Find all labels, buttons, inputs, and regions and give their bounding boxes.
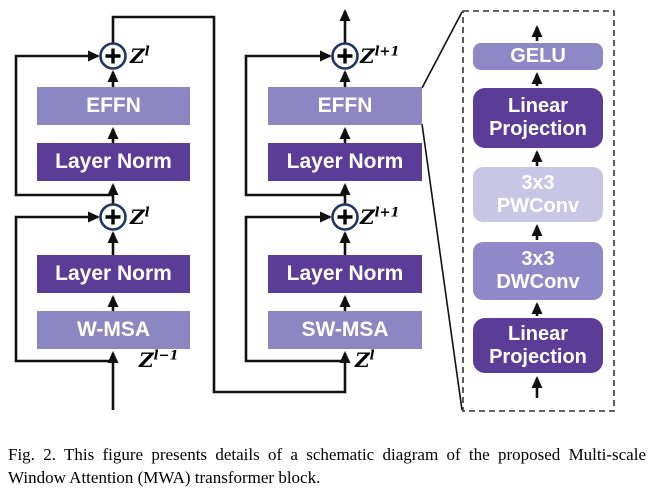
z-l-plus-1-mid-label: Zl+1 [360,205,400,229]
plus-icon [99,42,127,70]
effn-block-left: EFFN [37,87,190,125]
effn-block-mid: EFFN [268,87,422,125]
z-l-mid-label-left: Zl [130,205,150,229]
zoom-guide-line-bottom [421,123,463,411]
wiring-layer [14,9,615,412]
wire-left-output-to-mid-input [111,15,351,394]
layer-norm-block-upper-mid: Layer Norm [268,143,422,181]
plus-icon [331,203,359,231]
dwconv-line2: DWConv [496,271,580,293]
effn-detail-box [462,10,615,412]
zoom-guide-line-top [421,11,463,89]
z-l-input-label-mid: Zl [355,348,375,372]
figure-caption-text: This figure presents details of a schema… [8,445,646,487]
layer-norm-block-lower-mid: Layer Norm [268,255,422,293]
plus-icon [99,203,127,231]
figure-caption-label: Fig. 2. [8,445,56,464]
wire-skip-swmsa [244,211,345,363]
dwconv-block: 3x3 DWConv [473,242,603,300]
gelu-block: GELU [473,43,603,70]
pwconv-block: 3x3 PWConv [473,167,603,222]
pwconv-line2: PWConv [496,194,580,217]
linear-projection-block-top: Linear Projection [473,88,603,148]
plus-icon [331,42,359,70]
wire-skip-effn-mid [244,50,345,197]
wire-skip-effn-left [14,50,113,197]
w-msa-block: W-MSA [37,311,190,349]
figure-caption: Fig. 2.This figure presents details of a… [8,444,646,489]
pwconv-line1: 3x3 [521,171,555,194]
z-l-output-label-left: Zl [130,44,150,68]
z-l-plus-1-output-label: Zl+1 [360,44,400,68]
layer-norm-block-upper-left: Layer Norm [37,143,190,181]
linear-projection-block-bottom: Linear Projection [473,318,603,373]
z-l-minus-1-input-label: Zl−1 [139,348,179,372]
wire-skip-wmsa [14,211,113,363]
sw-msa-block: SW-MSA [268,311,422,349]
dwconv-line1: 3x3 [521,248,555,270]
layer-norm-block-lower-left: Layer Norm [37,255,190,293]
